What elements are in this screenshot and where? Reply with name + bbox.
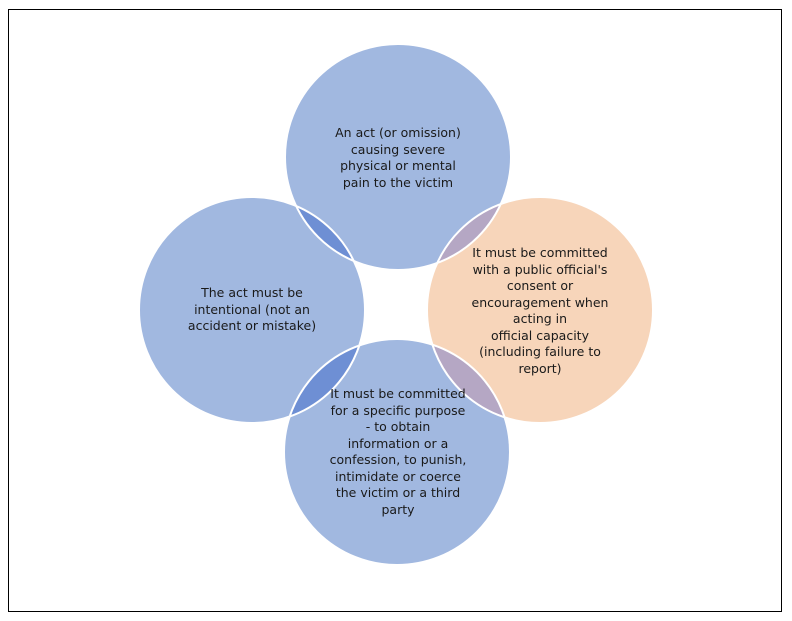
outline-right — [426, 196, 654, 424]
label-right: It must be committed with a public offic… — [471, 245, 609, 376]
circle-left — [139, 197, 365, 423]
outline-top — [284, 43, 512, 271]
label-left: The act must be intentional (not an acci… — [187, 285, 317, 334]
outline-bottom — [283, 338, 511, 566]
circle-bottom — [284, 339, 510, 565]
circle-right — [427, 197, 653, 423]
circle-top — [285, 44, 511, 270]
label-bottom: It must be committed for a specific purp… — [329, 386, 467, 517]
label-top: An act (or omission) causing severe phys… — [335, 125, 461, 190]
outline-left — [138, 196, 366, 424]
